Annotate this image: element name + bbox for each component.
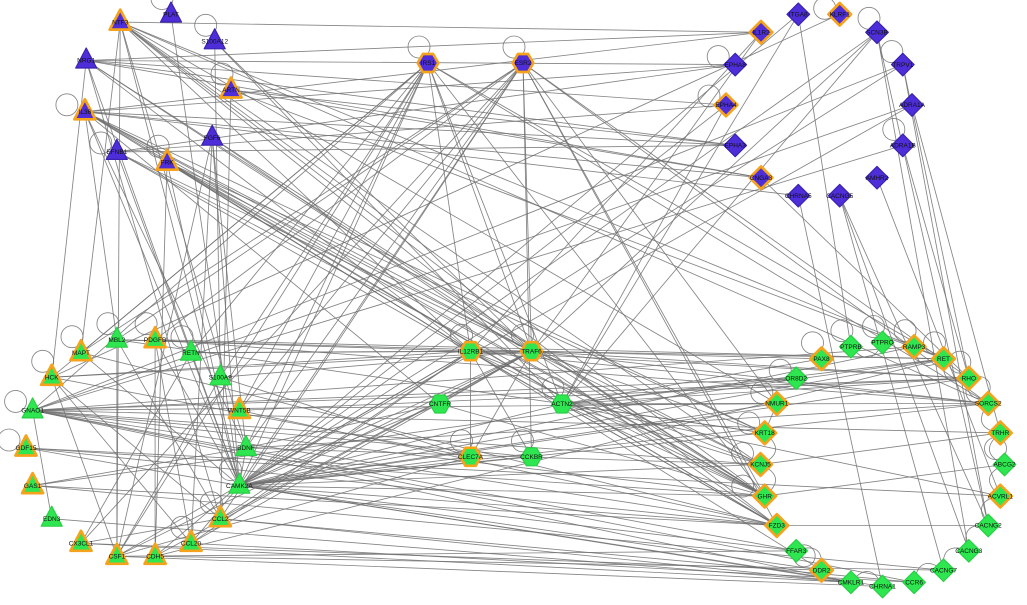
svg-text:ACVRL1: ACVRL1 <box>988 493 1014 500</box>
svg-text:S100A9: S100A9 <box>209 375 233 382</box>
svg-text:BDNF: BDNF <box>237 445 255 452</box>
svg-text:CNTFR: CNTFR <box>429 401 451 408</box>
svg-text:CACNG3: CACNG3 <box>955 548 982 555</box>
svg-text:EPHA4: EPHA4 <box>715 102 737 109</box>
svg-text:TRHR: TRHR <box>991 430 1009 437</box>
svg-text:IL36: IL36 <box>79 109 92 116</box>
svg-text:KCNJ5: KCNJ5 <box>750 462 771 469</box>
svg-text:FRK: FRK <box>161 159 175 166</box>
svg-text:RAMP3: RAMP3 <box>903 344 926 351</box>
svg-text:S100A12: S100A12 <box>201 39 228 46</box>
svg-text:FGF6: FGF6 <box>204 135 221 142</box>
svg-text:TRAF6: TRAF6 <box>521 348 542 355</box>
svg-text:IL1R2: IL1R2 <box>752 30 770 37</box>
svg-text:HCK: HCK <box>45 375 59 382</box>
svg-text:ITGA8: ITGA8 <box>789 12 808 19</box>
svg-text:GDF15: GDF15 <box>16 445 37 452</box>
svg-text:CCKBR: CCKBR <box>520 454 543 461</box>
svg-text:PTPRO: PTPRO <box>871 340 893 347</box>
svg-text:SORCS2: SORCS2 <box>975 401 1002 408</box>
svg-text:CMKLR1: CMKLR1 <box>838 580 865 587</box>
svg-text:PLAT: PLAT <box>163 12 179 19</box>
svg-text:CACNG2: CACNG2 <box>975 523 1002 530</box>
svg-text:RETN: RETN <box>182 350 200 357</box>
svg-text:ADRA1A: ADRA1A <box>899 102 926 109</box>
svg-text:CNGA3: CNGA3 <box>750 175 773 182</box>
svg-text:IL12RB1: IL12RB1 <box>458 348 484 355</box>
svg-text:PTPRB: PTPRB <box>840 344 862 351</box>
svg-text:RHO: RHO <box>962 375 976 382</box>
svg-text:GAS1: GAS1 <box>24 483 42 490</box>
svg-text:NMUR1: NMUR1 <box>765 401 788 408</box>
svg-text:MAPT: MAPT <box>72 350 90 357</box>
svg-text:KLRF1: KLRF1 <box>830 12 851 19</box>
svg-text:EDN3: EDN3 <box>43 516 61 523</box>
svg-text:CACNG5: CACNG5 <box>826 193 853 200</box>
svg-text:GNAO1: GNAO1 <box>21 408 44 415</box>
svg-text:CACNG7: CACNG7 <box>930 567 957 574</box>
svg-text:CCL2: CCL2 <box>212 516 229 523</box>
svg-text:EPHA3: EPHA3 <box>725 143 747 150</box>
svg-text:CCL20: CCL20 <box>181 541 202 548</box>
svg-text:PDGFB: PDGFB <box>144 337 166 344</box>
svg-text:ESR2: ESR2 <box>515 60 532 67</box>
svg-text:AMHR2: AMHR2 <box>866 175 889 182</box>
svg-text:EFNB1: EFNB1 <box>106 149 127 156</box>
svg-text:NRG1: NRG1 <box>77 58 95 65</box>
svg-text:RET: RET <box>937 356 950 363</box>
svg-text:PAX8: PAX8 <box>813 356 830 363</box>
svg-text:TRPV1: TRPV1 <box>892 62 913 69</box>
svg-text:CSF1: CSF1 <box>109 554 126 561</box>
svg-text:ARTN: ARTN <box>222 87 240 94</box>
svg-text:WNT5B: WNT5B <box>228 408 251 415</box>
svg-text:CDH5: CDH5 <box>146 554 164 561</box>
svg-text:CHRNA5: CHRNA5 <box>785 193 812 200</box>
svg-text:OR8D2: OR8D2 <box>785 375 807 382</box>
svg-text:CCR6: CCR6 <box>905 580 923 587</box>
svg-text:IRS1: IRS1 <box>421 60 436 67</box>
svg-text:CAMK2A: CAMK2A <box>226 483 253 490</box>
svg-text:CHRNA1: CHRNA1 <box>869 584 896 591</box>
svg-text:ACTN2: ACTN2 <box>551 401 573 408</box>
svg-text:KRT18: KRT18 <box>755 430 775 437</box>
svg-text:ABCG2: ABCG2 <box>993 462 1015 469</box>
svg-text:GHR: GHR <box>757 493 772 500</box>
svg-text:ADRA1B: ADRA1B <box>890 143 916 150</box>
svg-text:SCN3B: SCN3B <box>866 30 888 37</box>
svg-text:FFAR3: FFAR3 <box>786 548 807 555</box>
svg-text:CLEC7A: CLEC7A <box>458 454 484 461</box>
svg-text:DDR2: DDR2 <box>813 567 831 574</box>
svg-text:MBL2: MBL2 <box>108 337 125 344</box>
svg-text:CX3CL1: CX3CL1 <box>69 541 94 548</box>
svg-text:NTF3: NTF3 <box>112 19 129 26</box>
svg-text:EPHA8: EPHA8 <box>725 62 747 69</box>
svg-text:FZD3: FZD3 <box>769 523 786 530</box>
